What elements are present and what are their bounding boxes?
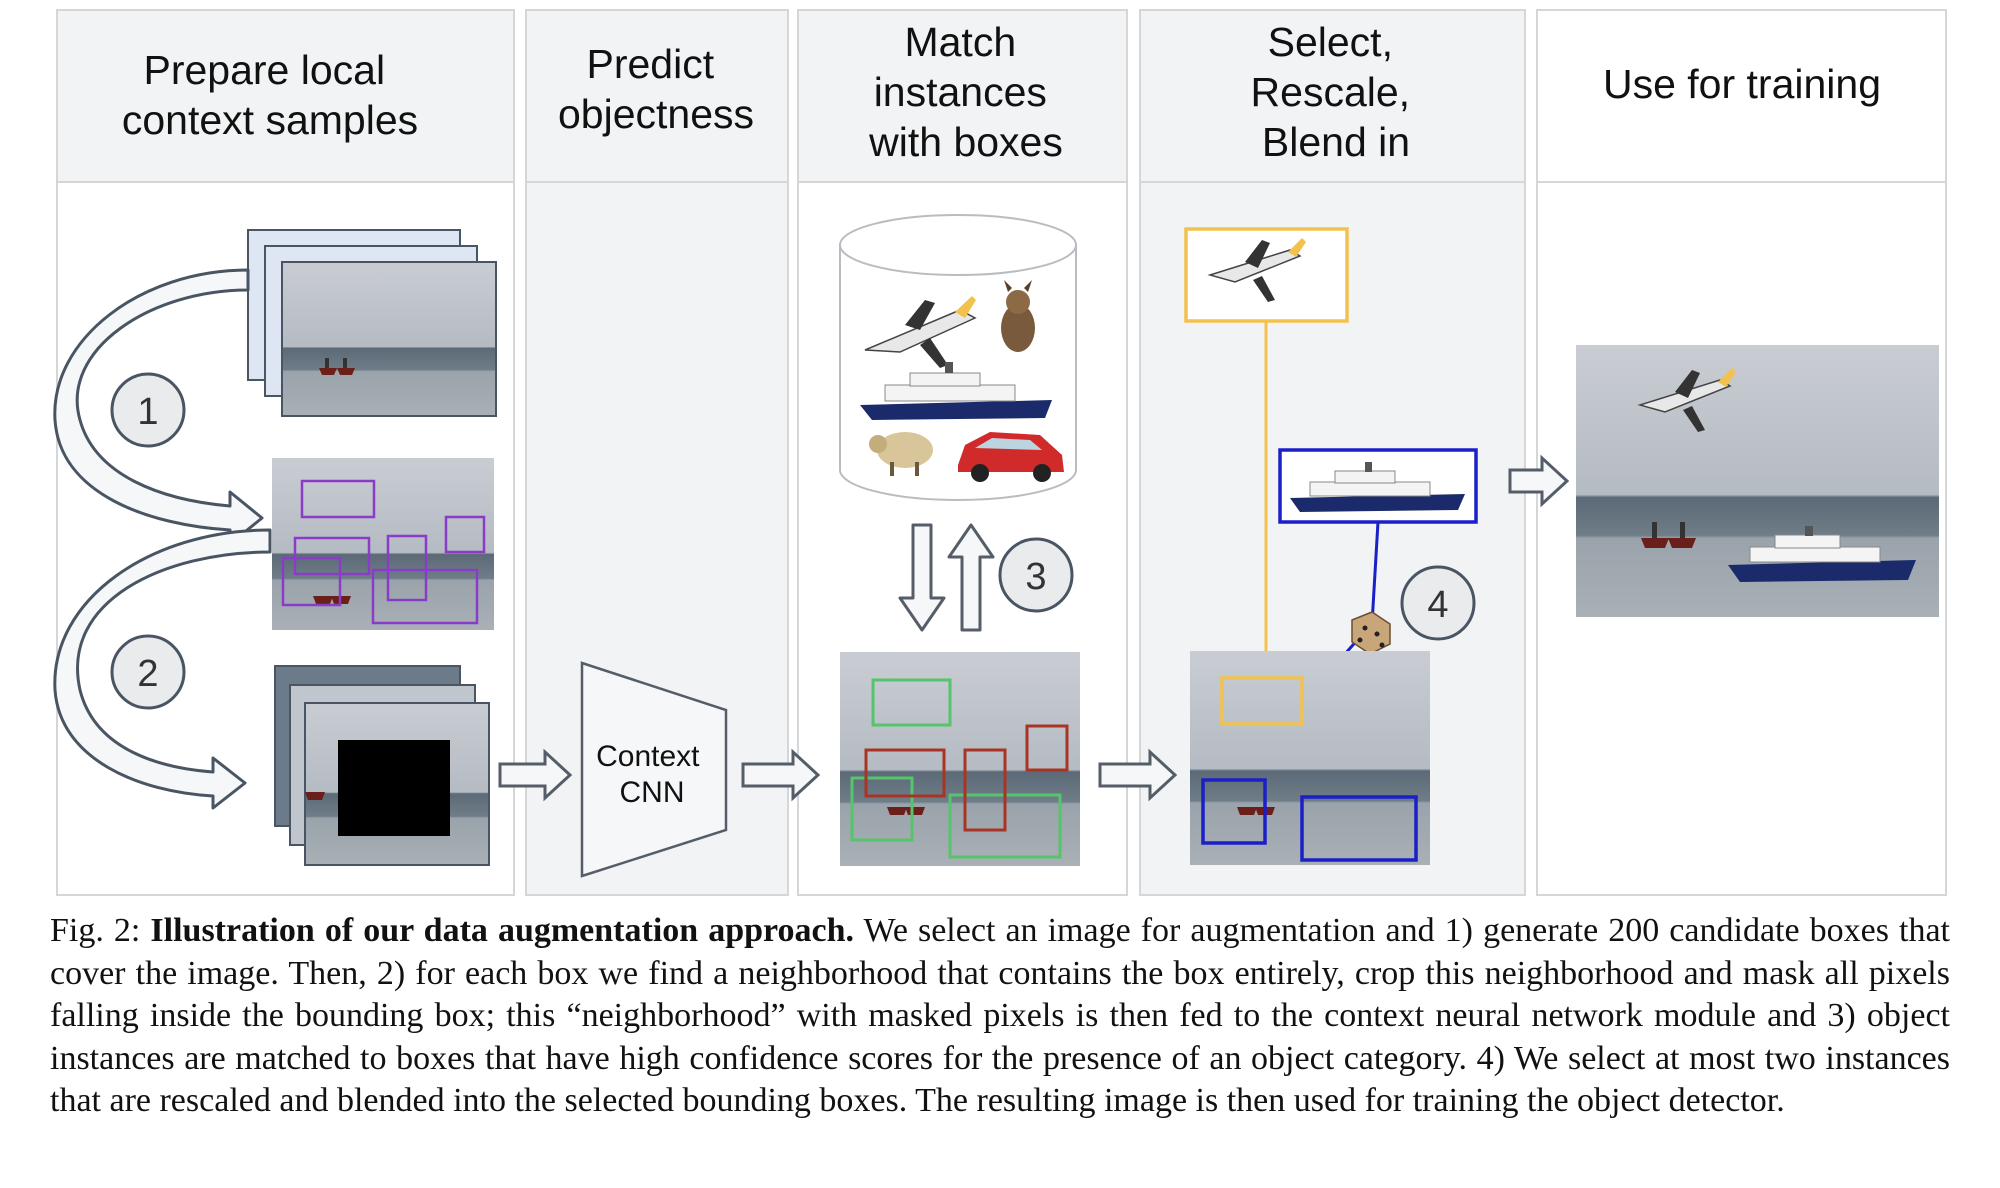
step-4-marker: 4: [1400, 565, 1476, 641]
blue-target-box: [1300, 795, 1418, 862]
red-box: [864, 748, 946, 798]
green-box: [850, 776, 914, 842]
arrow-cnn-to-scores: [741, 748, 821, 802]
figure-diagram: Prepare local context samples Predict ob…: [53, 9, 1947, 896]
panel-3-header: [797, 9, 1128, 183]
title-col5: Use for training: [1603, 61, 1881, 107]
title-col1: Prepare local context samples: [122, 47, 418, 143]
source-image: [281, 261, 497, 417]
mask-region: [338, 740, 450, 836]
caption-bold-title: Illustration of our data augmentation ap…: [150, 912, 855, 949]
blend-target-image: [1190, 651, 1430, 865]
panel-5-header: [1536, 9, 1947, 183]
red-box: [963, 748, 1007, 832]
svg-text:4: 4: [1427, 584, 1448, 626]
db-airplane: [864, 296, 977, 368]
step-3-marker: 3: [998, 537, 1074, 613]
db-car: [958, 432, 1064, 482]
yellow-target-box: [1220, 676, 1304, 726]
panel-2: [525, 9, 789, 896]
caption-fig-label: Fig. 2:: [50, 912, 151, 949]
title-col3: Match instances with boxes: [868, 19, 1063, 165]
arrow-scores-to-blend: [1098, 748, 1178, 802]
selected-ship-instance: [1278, 448, 1478, 524]
augmented-result-image: [1576, 345, 1939, 617]
blue-connector-main: [1370, 521, 1380, 625]
selected-airplane-instance: [1184, 227, 1349, 323]
dice-icon: [1351, 611, 1391, 655]
step-2-marker: 2: [110, 634, 186, 710]
title-col4: Select, Rescale, Blend in: [1251, 19, 1422, 165]
column-titles: Prepare local context samples Predict ob…: [122, 19, 1881, 165]
figure-caption: Fig. 2: Illustration of our data augment…: [50, 910, 1950, 1123]
curved-arrows: [53, 268, 272, 810]
svg-text:3: 3: [1025, 556, 1046, 598]
match-arrows: [898, 523, 995, 632]
masked-crop-stack: [274, 665, 490, 866]
source-image-stack: [247, 229, 497, 417]
blue-target-box: [1201, 778, 1267, 845]
red-box: [1025, 724, 1069, 772]
scored-boxes-image: [840, 652, 1080, 866]
candidate-boxes-image: [272, 458, 494, 630]
context-cnn: Context CNN: [580, 661, 728, 878]
step-1-marker: 1: [110, 372, 186, 448]
svg-text:Context CNN: Context CNN: [596, 740, 708, 809]
arrow-crop-to-cnn: [498, 748, 573, 802]
green-box: [871, 678, 952, 727]
svg-text:2: 2: [137, 653, 158, 695]
caption-body: We select an image for augmentation and …: [50, 912, 1950, 1119]
title-col2: Predict objectness: [558, 41, 754, 137]
instance-database: [839, 214, 1077, 501]
db-ship: [860, 362, 1052, 420]
db-sheep: [869, 432, 933, 476]
arrow-blend-to-result: [1508, 454, 1570, 508]
db-dog: [1001, 280, 1035, 352]
panel-1-header: [56, 9, 515, 183]
svg-text:1: 1: [137, 391, 158, 433]
